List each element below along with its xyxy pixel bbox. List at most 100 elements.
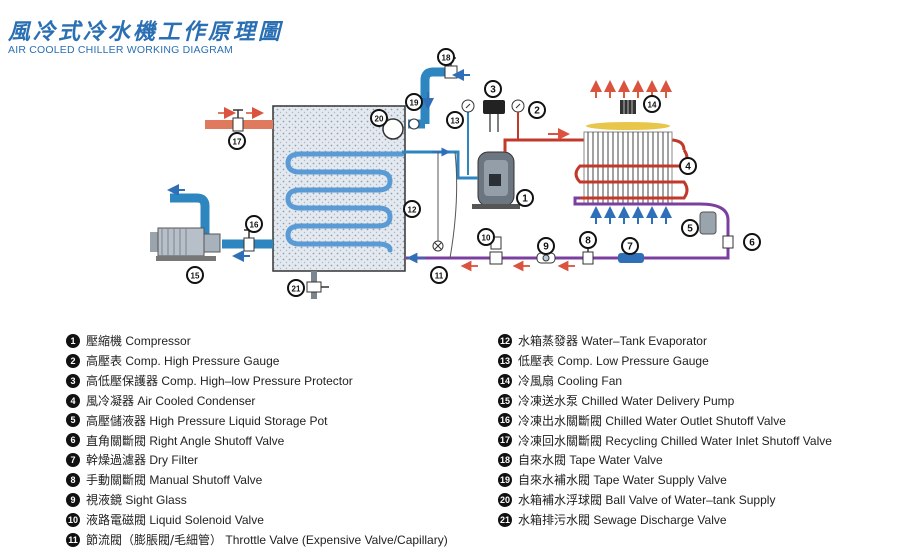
legend-label-chinese: 節流閥（膨脹閥/毛細管） (86, 533, 223, 547)
hot-air-arrows (590, 80, 672, 98)
callout-15: 15 (186, 266, 204, 284)
callout-number: 16 (250, 221, 259, 230)
callout-number: 15 (191, 272, 200, 281)
solenoid-valve (489, 236, 503, 265)
callout-1: 1 (516, 189, 534, 207)
callout-number: 11 (435, 272, 444, 281)
legend-label-chinese: 高壓表 (86, 353, 123, 368)
pressure-protector (483, 100, 505, 132)
legend-number-badge: 21 (498, 512, 512, 527)
callout-number: 13 (451, 117, 460, 126)
drain-valve (306, 271, 329, 299)
callout-10: 10 (477, 228, 495, 246)
callout-5: 5 (681, 219, 699, 237)
legend-label-english: Throttle Valve (Expensive Valve/Capillar… (225, 533, 448, 547)
callout-20: 20 (370, 109, 388, 127)
legend-number-badge: 18 (498, 453, 512, 468)
legend-label-english: Chilled Water Outlet Shutoff Valve (605, 413, 786, 428)
legend-label-chinese: 手動關斷閥 (86, 473, 147, 488)
legend-label-chinese: 水箱蒸發器 (518, 334, 579, 348)
callout-number: 6 (749, 238, 755, 249)
callout-number: 3 (490, 85, 496, 96)
callout-6: 6 (743, 233, 761, 251)
right-angle-valve (722, 235, 734, 249)
legend-label-english: Air Cooled Condenser (137, 393, 256, 408)
liquid-flow-arrows (406, 252, 575, 272)
water-pump (150, 227, 221, 261)
callout-number: 7 (627, 242, 633, 253)
callout-7: 7 (621, 237, 639, 255)
legend-label-english: Liquid Solenoid Valve (149, 513, 264, 528)
legend-label-english: Manual Shutoff Valve (149, 473, 263, 488)
legend-label-chinese: 水箱補水浮球閥 (518, 493, 603, 508)
legend-label-english: Sight Glass (125, 493, 187, 508)
cold-air-arrows (590, 206, 672, 224)
legend-number-badge: 2 (66, 353, 80, 368)
callout-number: 18 (442, 54, 451, 63)
callout-16: 16 (245, 215, 263, 233)
legend-label-english: Dry Filter (149, 453, 199, 468)
legend-number-badge: 12 (498, 333, 512, 348)
legend-label-chinese: 低壓表 (518, 353, 555, 368)
legend-number-badge: 6 (66, 433, 80, 448)
callout-17: 17 (228, 132, 246, 150)
legend-item-5: 5 高壓儲液器 High Pressure Liquid Storage Pot (66, 411, 327, 431)
callout-2: 2 (528, 101, 546, 119)
legend-number-badge: 3 (66, 373, 80, 388)
callout-14: 14 (643, 95, 661, 113)
legend-number-badge: 10 (66, 512, 80, 527)
legend-number-badge: 14 (498, 373, 512, 388)
callout-19: 19 (405, 93, 423, 111)
callout-4: 4 (679, 157, 697, 175)
legend-number-badge: 9 (66, 493, 80, 508)
legend-number-badge: 16 (498, 413, 512, 428)
legend-label-english: Comp. High–low Pressure Protector (161, 373, 353, 388)
callout-21: 21 (287, 279, 305, 297)
callout-9: 9 (537, 237, 555, 255)
callout-number: 10 (482, 234, 491, 243)
legend-label-chinese: 水箱排污水閥 (518, 513, 591, 528)
callout-number: 8 (585, 236, 591, 247)
legend-label-english: High Pressure Liquid Storage Pot (149, 413, 328, 428)
cooling-fan (586, 100, 670, 130)
callout-number: 9 (543, 242, 549, 253)
float-ball (382, 118, 404, 140)
legend-label-chinese: 高壓儲液器 (86, 413, 147, 428)
legend-label-chinese: 壓縮機 (86, 334, 123, 348)
evaporator-coil (285, 151, 405, 253)
legend-label-english: Water–Tank Evaporator (581, 334, 707, 348)
legend-label-english: Tape Water Supply Valve (593, 473, 727, 488)
liquid-receiver (699, 211, 717, 235)
callout-number: 14 (648, 101, 657, 110)
legend-number-badge: 15 (498, 393, 512, 408)
legend-label-chinese: 冷凍回水關斷閥 (518, 433, 603, 448)
legend-label-english: Recycling Chilled Water Inlet Shutoff Va… (605, 433, 832, 448)
dry-filter (618, 253, 644, 263)
legend-label-chinese: 自來水閥 (518, 453, 567, 468)
air-cooled-condenser (574, 131, 689, 205)
high-pressure-gauge (511, 99, 525, 140)
callout-number: 21 (292, 285, 301, 294)
diagram-title-english: AIR COOLED CHILLER WORKING DIAGRAM (8, 44, 233, 56)
legend-label-chinese: 高低壓保護器 (86, 373, 159, 388)
legend-number-badge: 8 (66, 473, 80, 488)
legend-label-chinese: 液路電磁閥 (86, 513, 147, 528)
diagram-title-chinese: 風冷式冷水機工作原理圖 (8, 19, 284, 45)
callout-3: 3 (484, 80, 502, 98)
legend-number-badge: 20 (498, 493, 512, 508)
legend-item-12: 12 水箱蒸發器 Water–Tank Evaporator (498, 331, 707, 351)
legend-label-chinese: 冷風扇 (518, 373, 555, 388)
legend-number-badge: 19 (498, 473, 512, 488)
callout-number: 4 (685, 162, 691, 173)
legend-number-badge: 5 (66, 413, 80, 428)
